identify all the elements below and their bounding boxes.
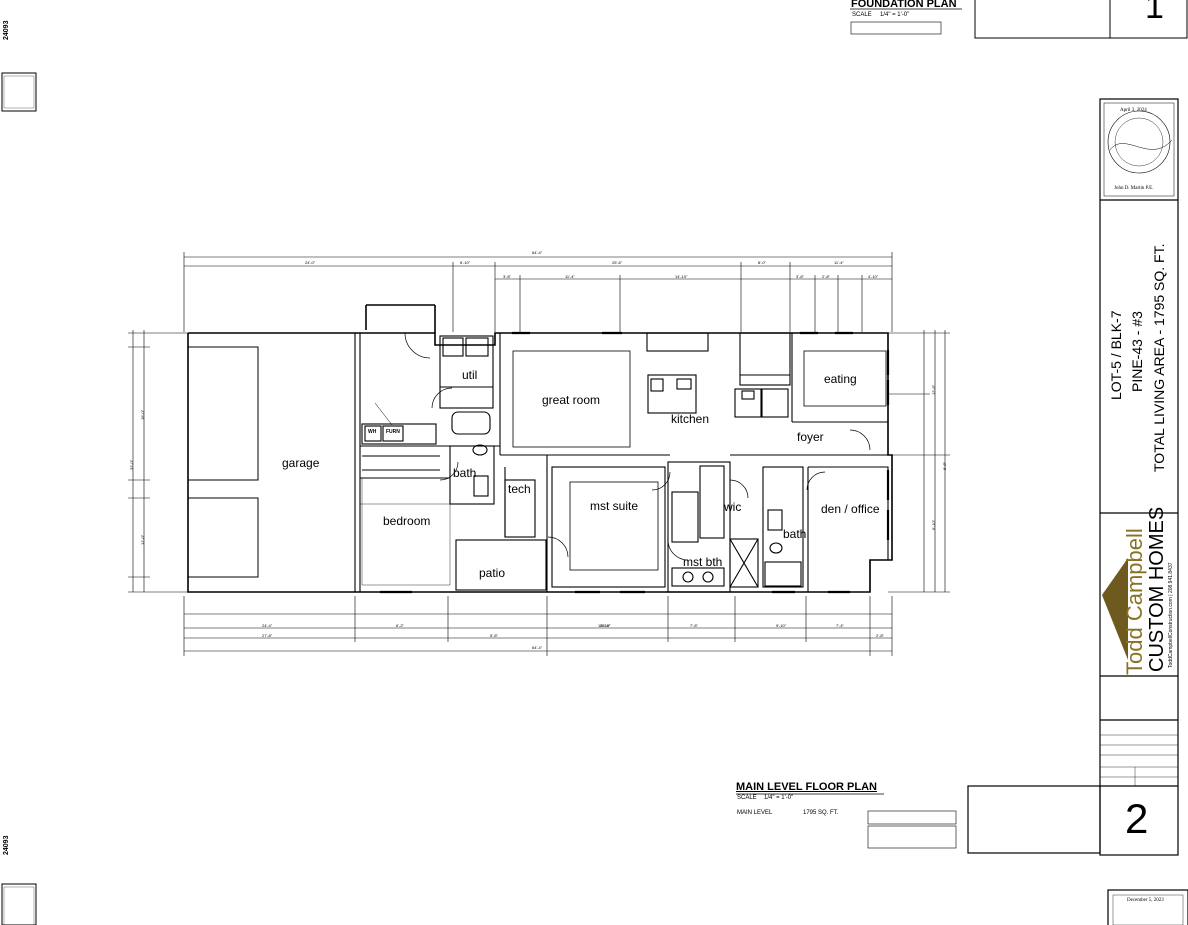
seal-date: April 3, 2024	[1120, 108, 1147, 113]
room-eating: eating	[824, 372, 857, 386]
main-level-label: MAIN LEVEL	[737, 810, 773, 816]
room-mst-bth: mst bth	[683, 555, 723, 569]
dim-top-sub-2: 11'-4"	[565, 274, 575, 279]
dim-left-seg-3: 12'-0"	[140, 534, 145, 545]
dim-top-sub-5: 2'-8"	[822, 274, 830, 279]
room-great-room: great room	[542, 393, 601, 407]
main-plan-scale-label: SCALE	[737, 795, 757, 801]
room-kitchen: kitchen	[671, 412, 710, 426]
dim-right-seg-3: 6'-10"	[931, 519, 936, 530]
total-living-area: TOTAL LIVING AREA - 1795 SQ. FT.	[1151, 243, 1167, 473]
dim-bottom-seg-1: 24'-4"	[262, 623, 273, 628]
dim-bottom-sub-1: 27'-8"	[262, 633, 273, 638]
dim-right-seg-1: 12'-6"	[931, 384, 936, 395]
dim-top-sub-4: 3'-8"	[796, 274, 804, 279]
dim-bottom-sub-5: 9'-10"	[776, 623, 787, 628]
room-den-office: den / office	[821, 502, 880, 516]
dim-left-seg-1: 16'-0"	[140, 409, 145, 420]
engineer-name: John D. Martin P.E.	[1114, 186, 1154, 191]
foundation-scale-value: 1/4" = 1'-0"	[880, 12, 910, 18]
room-mst-suite: mst suite	[590, 499, 639, 513]
room-bath-left: bath	[453, 466, 477, 480]
main-level-area: 1795 SQ. FT.	[803, 810, 839, 816]
sheet-number: 2	[1125, 795, 1149, 842]
dim-top-seg-1: 24'-0"	[305, 260, 316, 265]
main-plan-scale-value: 1/4" = 1'-0"	[764, 795, 794, 801]
room-wic: wic	[724, 500, 742, 514]
dim-top-seg-2: 6'-10"	[460, 260, 471, 265]
dim-top-seg-4: 8'-0"	[758, 260, 766, 265]
room-util: util	[462, 368, 478, 382]
margin-code-top: 24093	[3, 20, 10, 40]
foundation-scale-label: SCALE	[852, 12, 872, 18]
prev-sheet-number: 1	[1145, 0, 1164, 26]
dim-bottom-sub-4: 7'-8"	[690, 623, 698, 628]
room-bath-right: bath	[783, 527, 807, 541]
fixture-furnace: FURN	[386, 429, 400, 435]
project-plan: PINE-43 - #3	[1129, 311, 1145, 392]
dim-right-seg-2: 8'-8"	[942, 462, 947, 470]
bottom-seal-date: December 5, 2023	[1127, 898, 1164, 903]
room-patio: patio	[479, 566, 506, 580]
dim-bottom-seg-2: 6'-2"	[396, 623, 404, 628]
dim-bottom-sub-6: 7'-4"	[836, 623, 844, 628]
dim-bottom-sub-3: 15'-10"	[598, 623, 611, 628]
fixture-water-heater: WH	[368, 429, 377, 435]
dim-top-seg-5: 11'-4"	[834, 260, 844, 265]
company-name: Todd Campbell	[1122, 528, 1147, 675]
dim-bottom-sub-2: 5'-8"	[490, 633, 498, 638]
dim-top-sub-1: 3'-8"	[503, 274, 511, 279]
dim-bottom-seg-4: 2'-8"	[876, 633, 884, 638]
room-foyer: foyer	[797, 430, 824, 444]
project-lot: LOT-5 / BLK-7	[1108, 310, 1124, 400]
foundation-plan-title: FOUNDATION PLAN	[851, 0, 957, 10]
dim-left-seg-2: 32'-0"	[129, 459, 134, 470]
main-plan-title: MAIN LEVEL FLOOR PLAN	[736, 781, 877, 793]
room-garage: garage	[282, 456, 320, 470]
company-sub: CUSTOM HOMES	[1146, 506, 1168, 672]
room-bedroom: bedroom	[383, 514, 431, 528]
dim-top-seg-3: 25'-6"	[612, 260, 623, 265]
room-tech: tech	[508, 482, 531, 496]
company-contact: ToddCampbellConstruction.com | 208.941.8…	[1168, 562, 1174, 668]
dim-bottom-seg-3: 28'-8"	[600, 623, 611, 628]
dim-overall-bottom: 64'-4"	[532, 645, 543, 650]
margin-code-bottom: 24093	[3, 835, 10, 855]
dim-top-sub-6: 4'-10"	[868, 274, 879, 279]
dim-top-sub-3: 14'-10"	[675, 274, 688, 279]
dim-overall-top: 64'-4"	[532, 250, 543, 255]
